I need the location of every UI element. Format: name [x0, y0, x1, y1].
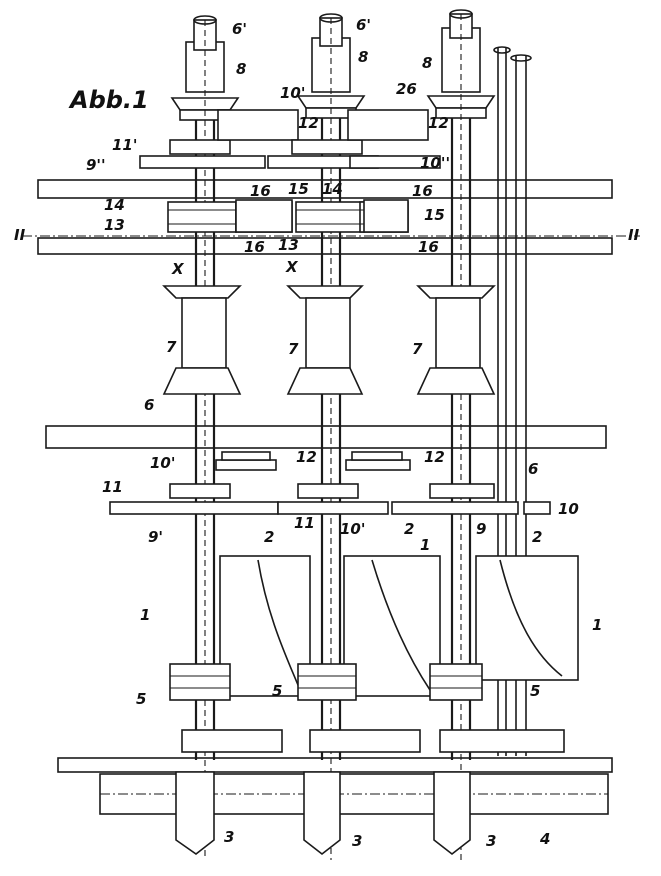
- section-marker-left: II: [14, 226, 26, 244]
- rod-right-top-2: [510, 54, 532, 62]
- label-12-top-2: 12: [428, 114, 449, 132]
- figure-title: Abb.1: [70, 86, 149, 114]
- label-2-3: 2: [532, 528, 543, 546]
- label-11p: 11': [112, 136, 138, 154]
- label-1-1: 1: [140, 606, 151, 624]
- coupling-left: [235, 199, 293, 233]
- label-14-1: 14: [104, 196, 125, 214]
- label-5-3: 5: [530, 682, 541, 700]
- label-5-2: 5: [272, 682, 283, 700]
- label-2-1: 2: [264, 528, 275, 546]
- label-3-2: 3: [352, 832, 363, 850]
- label-15-1: 15: [288, 180, 309, 198]
- label-x-2: X: [286, 258, 298, 276]
- spindle-2: [217, 13, 441, 860]
- label-10p-low-1: 10': [150, 454, 176, 472]
- label-2-2: 2: [404, 520, 415, 538]
- label-16-4: 16: [418, 238, 439, 256]
- label-9pp: 9'': [86, 156, 106, 174]
- label-16-3: 16: [244, 238, 265, 256]
- label-9: 9: [476, 520, 487, 538]
- label-6p-2: 6': [356, 16, 372, 34]
- label-10p-low-2: 10': [340, 520, 366, 538]
- label-12-top-1: 12: [298, 114, 319, 132]
- label-14-2: 14: [322, 180, 343, 198]
- label-1-3: 1: [592, 616, 603, 634]
- frame-plate-section: [37, 237, 613, 255]
- frame-plate-middle: [45, 425, 607, 449]
- label-12-low-2: 12: [424, 448, 445, 466]
- label-13-2: 13: [278, 236, 299, 254]
- frame-plate-top: [37, 179, 613, 199]
- label-10pp: 10'': [420, 154, 451, 172]
- label-8-2: 8: [358, 48, 369, 66]
- label-15-2: 15: [424, 206, 445, 224]
- label-10p-top: 10': [280, 84, 306, 102]
- label-6-right: 6: [528, 460, 539, 478]
- label-7-1: 7: [166, 338, 177, 356]
- label-6-left: 6: [144, 396, 155, 414]
- spindle-1: [109, 15, 311, 860]
- label-7-3: 7: [412, 340, 423, 358]
- label-16-2: 16: [412, 182, 433, 200]
- label-1-2: 1: [420, 536, 431, 554]
- section-marker-right: II: [628, 226, 640, 244]
- label-8-3: 8: [422, 54, 433, 72]
- label-11-1: 11: [102, 478, 123, 496]
- label-7-2: 7: [288, 340, 299, 358]
- label-4: 4: [540, 830, 551, 848]
- label-26: 26: [396, 80, 417, 98]
- label-x-1: X: [172, 260, 184, 278]
- label-11-2: 11: [294, 514, 315, 532]
- label-9p: 9': [148, 528, 164, 546]
- coupling-right: [363, 199, 409, 233]
- label-3-3: 3: [486, 832, 497, 850]
- frame-plate-bottom: [57, 757, 613, 773]
- label-13-1: 13: [104, 216, 125, 234]
- label-5-1: 5: [136, 690, 147, 708]
- rod-right-top-1: [493, 46, 511, 54]
- label-16-1: 16: [250, 182, 271, 200]
- label-8-1: 8: [236, 60, 247, 78]
- label-10: 10: [558, 500, 579, 518]
- label-6p-1: 6': [232, 20, 248, 38]
- label-3-1: 3: [224, 828, 235, 846]
- label-12-low-1: 12: [296, 448, 317, 466]
